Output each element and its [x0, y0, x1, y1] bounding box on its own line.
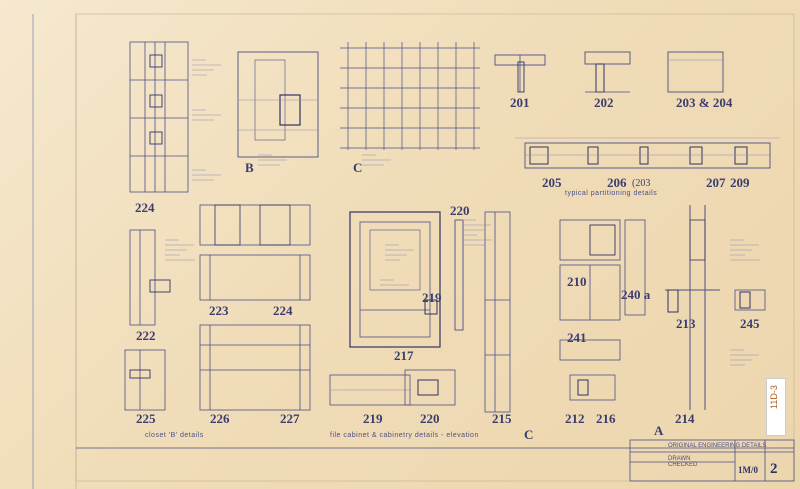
detail-label-C-bottom: C [524, 427, 534, 442]
caption-closet-B: closet 'B' details [145, 432, 204, 439]
caption-typical-partitioning: typical partitioning details [565, 190, 658, 197]
detail-label-224-mid: 224 [273, 303, 293, 318]
title-block-text: ORIGINAL ENGINEERING DETAILS DRAWN CHECK… [668, 443, 766, 468]
stamp-text: 11D-3 [769, 385, 779, 409]
detail-label-215: 215 [492, 411, 512, 426]
detail-label-222: 222 [136, 328, 156, 343]
detail-label-220-bot: 220 [420, 411, 440, 426]
detail-label-205: 205 [542, 175, 562, 190]
title-block-line-1: ORIGINAL ENGINEERING DETAILS [668, 443, 767, 449]
detail-label-C: C [353, 160, 363, 175]
detail-label-201: 201 [510, 95, 530, 110]
detail-label-240a: 240 a [621, 287, 651, 302]
detail-label-227: 227 [280, 411, 300, 426]
detail-label-241: 241 [567, 330, 587, 345]
detail-label-206: 206 [607, 175, 627, 190]
detail-label-224-top: 224 [135, 200, 155, 215]
detail-label-203-204: 203 & 204 [676, 95, 733, 110]
detail-label-210: 210 [567, 274, 587, 289]
title-block-line-3: CHECKED [668, 462, 698, 468]
detail-label-226: 226 [210, 411, 230, 426]
detail-label-206b: (203 [632, 178, 651, 189]
detail-label-207: 207 [706, 175, 726, 190]
sheet-stamp: 11D-3 [766, 378, 786, 436]
detail-label-219-bot: 219 [363, 411, 383, 426]
detail-label-217: 217 [394, 348, 414, 363]
detail-label-245: 245 [740, 316, 760, 331]
detail-label-223: 223 [209, 303, 229, 318]
detail-label-202: 202 [594, 95, 614, 110]
detail-label-209: 209 [730, 175, 750, 190]
caption-cabinet-details: file cabinet & cabinetry details - eleva… [330, 432, 479, 439]
detail-label-212: 212 [565, 411, 585, 426]
detail-label-219-mid: 219 [422, 290, 442, 305]
detail-label-214: 214 [675, 411, 695, 426]
detail-label-A: A [654, 423, 664, 438]
sheet-number: 2 [770, 461, 778, 477]
detail-label-225: 225 [136, 411, 156, 426]
detail-label-213: 213 [676, 316, 696, 331]
sheet-code: 1M/0 [738, 465, 758, 475]
detail-label-220-top: 220 [450, 203, 470, 218]
title-block-line-2: DRAWN [668, 456, 691, 462]
detail-label-B: B [245, 160, 254, 175]
detail-label-216: 216 [596, 411, 616, 426]
